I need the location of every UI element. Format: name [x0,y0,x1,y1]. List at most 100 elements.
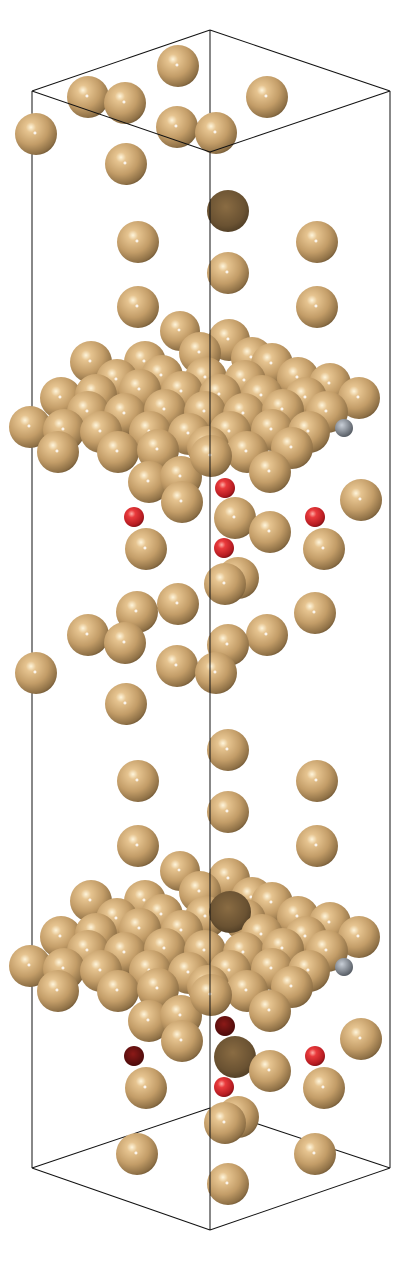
large-atom[interactable] [303,528,345,570]
large-atom[interactable] [303,1067,345,1109]
large-atom[interactable] [161,1020,203,1062]
small-atom[interactable] [305,1046,325,1066]
large-atom-sphere [157,45,199,87]
large-atom[interactable] [157,583,199,625]
small-atom[interactable] [124,1046,144,1066]
small-atom-sphere [305,507,325,527]
specular-highlight [143,1085,147,1089]
large-atom[interactable] [296,286,338,328]
large-atom[interactable] [294,592,336,634]
specular-highlight [155,986,159,990]
large-atom[interactable] [249,451,291,493]
large-atom[interactable] [9,945,51,987]
large-atom-sphere [338,916,380,958]
specular-highlight [226,337,230,341]
large-atom[interactable] [105,143,147,185]
small-atom[interactable] [214,538,234,558]
large-atom[interactable] [214,497,256,539]
large-atom[interactable] [296,221,338,263]
large-atom[interactable] [15,652,57,694]
small-atom[interactable] [215,478,235,498]
grey-atom[interactable] [335,419,353,437]
specular-highlight [225,642,229,646]
large-atom-sphere [117,221,159,263]
large-atom[interactable] [249,1050,291,1092]
large-atom[interactable] [249,990,291,1032]
large-atom[interactable] [190,974,232,1016]
large-atom[interactable] [207,729,249,771]
small-atom[interactable] [214,1077,234,1097]
specular-highlight [27,963,31,967]
large-atom[interactable] [214,1036,256,1078]
specular-highlight [225,809,229,813]
specular-highlight [61,966,65,970]
large-atom[interactable] [104,82,146,124]
large-atom[interactable] [37,970,79,1012]
small-atom[interactable] [124,507,144,527]
large-atom[interactable] [207,190,249,232]
large-atom-sphere [125,528,167,570]
large-atom[interactable] [67,76,109,118]
large-atom[interactable] [246,76,288,118]
specular-highlight [114,377,118,381]
large-atom[interactable] [340,479,382,521]
large-atom[interactable] [338,377,380,419]
large-atom[interactable] [104,622,146,664]
large-atom[interactable] [296,760,338,802]
large-atom[interactable] [207,791,249,833]
large-atom[interactable] [209,891,251,933]
large-atom[interactable] [156,106,198,148]
small-atom-sphere [124,1046,144,1066]
large-atom[interactable] [340,1018,382,1060]
specular-highlight [115,449,119,453]
large-atom[interactable] [249,511,291,553]
large-atom[interactable] [294,1133,336,1175]
cell-edge [209,29,391,92]
large-atom[interactable] [195,652,237,694]
large-atom[interactable] [117,286,159,328]
large-atom[interactable] [125,1067,167,1109]
large-atom-sphere [214,497,256,539]
large-atom-sphere [190,435,232,477]
large-atom-sphere [161,1020,203,1062]
large-atom[interactable] [117,221,159,263]
large-atom[interactable] [125,528,167,570]
small-atom[interactable] [215,1016,235,1036]
large-atom[interactable] [97,431,139,473]
large-atom[interactable] [157,45,199,87]
large-atom[interactable] [207,252,249,294]
large-atom[interactable] [156,645,198,687]
specular-highlight [213,670,217,674]
large-atom[interactable] [105,683,147,725]
large-atom[interactable] [128,461,170,503]
small-atom-sphere [215,478,235,498]
large-atom[interactable] [246,614,288,656]
large-atom[interactable] [204,563,246,605]
large-atom[interactable] [128,1000,170,1042]
large-atom[interactable] [195,112,237,154]
large-atom[interactable] [190,435,232,477]
large-atom[interactable] [37,431,79,473]
large-atom[interactable] [97,970,139,1012]
large-atom[interactable] [15,113,57,155]
large-atom[interactable] [204,1102,246,1144]
grey-atom[interactable] [335,958,353,976]
specular-highlight [159,373,163,377]
large-atom[interactable] [116,1133,158,1175]
small-atom[interactable] [305,507,325,527]
large-atom[interactable] [117,760,159,802]
large-atom[interactable] [296,825,338,867]
specular-highlight [269,900,273,904]
large-atom-sphere [338,377,380,419]
large-atom[interactable] [9,406,51,448]
large-atom-sphere [204,1102,246,1144]
large-atom[interactable] [117,825,159,867]
specular-highlight [269,361,273,365]
large-atom[interactable] [338,916,380,958]
large-atom[interactable] [161,481,203,523]
large-atom[interactable] [207,1163,249,1205]
large-atom[interactable] [67,614,109,656]
cell-edge [31,29,211,92]
